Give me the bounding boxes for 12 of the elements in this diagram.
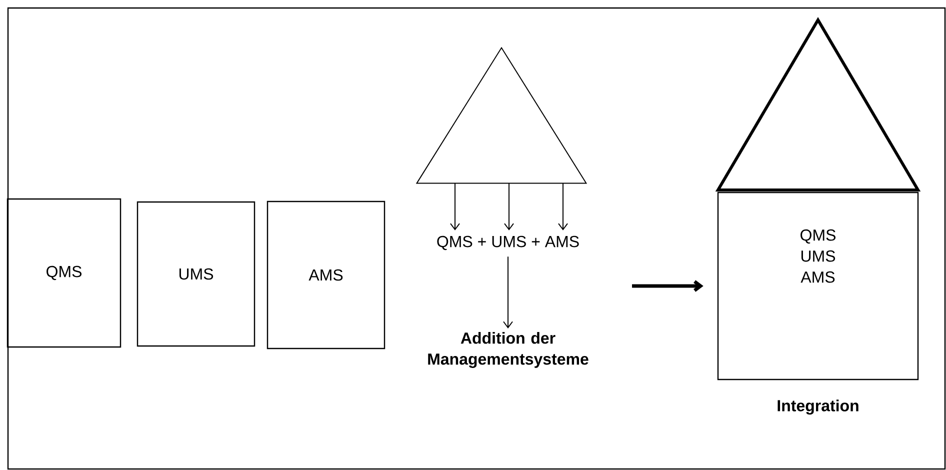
node-label: Integration [778, 400, 858, 415]
arrow [504, 182, 514, 230]
sum-label: QMS + UMS + AMS [437, 236, 579, 250]
result-label: Addition der Managementsysteme [428, 332, 588, 368]
arrow [558, 182, 568, 230]
arrow [450, 182, 460, 230]
system-box: AMS [266, 200, 386, 350]
system-box: UMS [136, 201, 256, 347]
system-box: QMS [6, 198, 122, 348]
arrow [632, 280, 704, 292]
house-box: QMS UMS AMS [717, 192, 919, 380]
arrow [503, 256, 513, 328]
